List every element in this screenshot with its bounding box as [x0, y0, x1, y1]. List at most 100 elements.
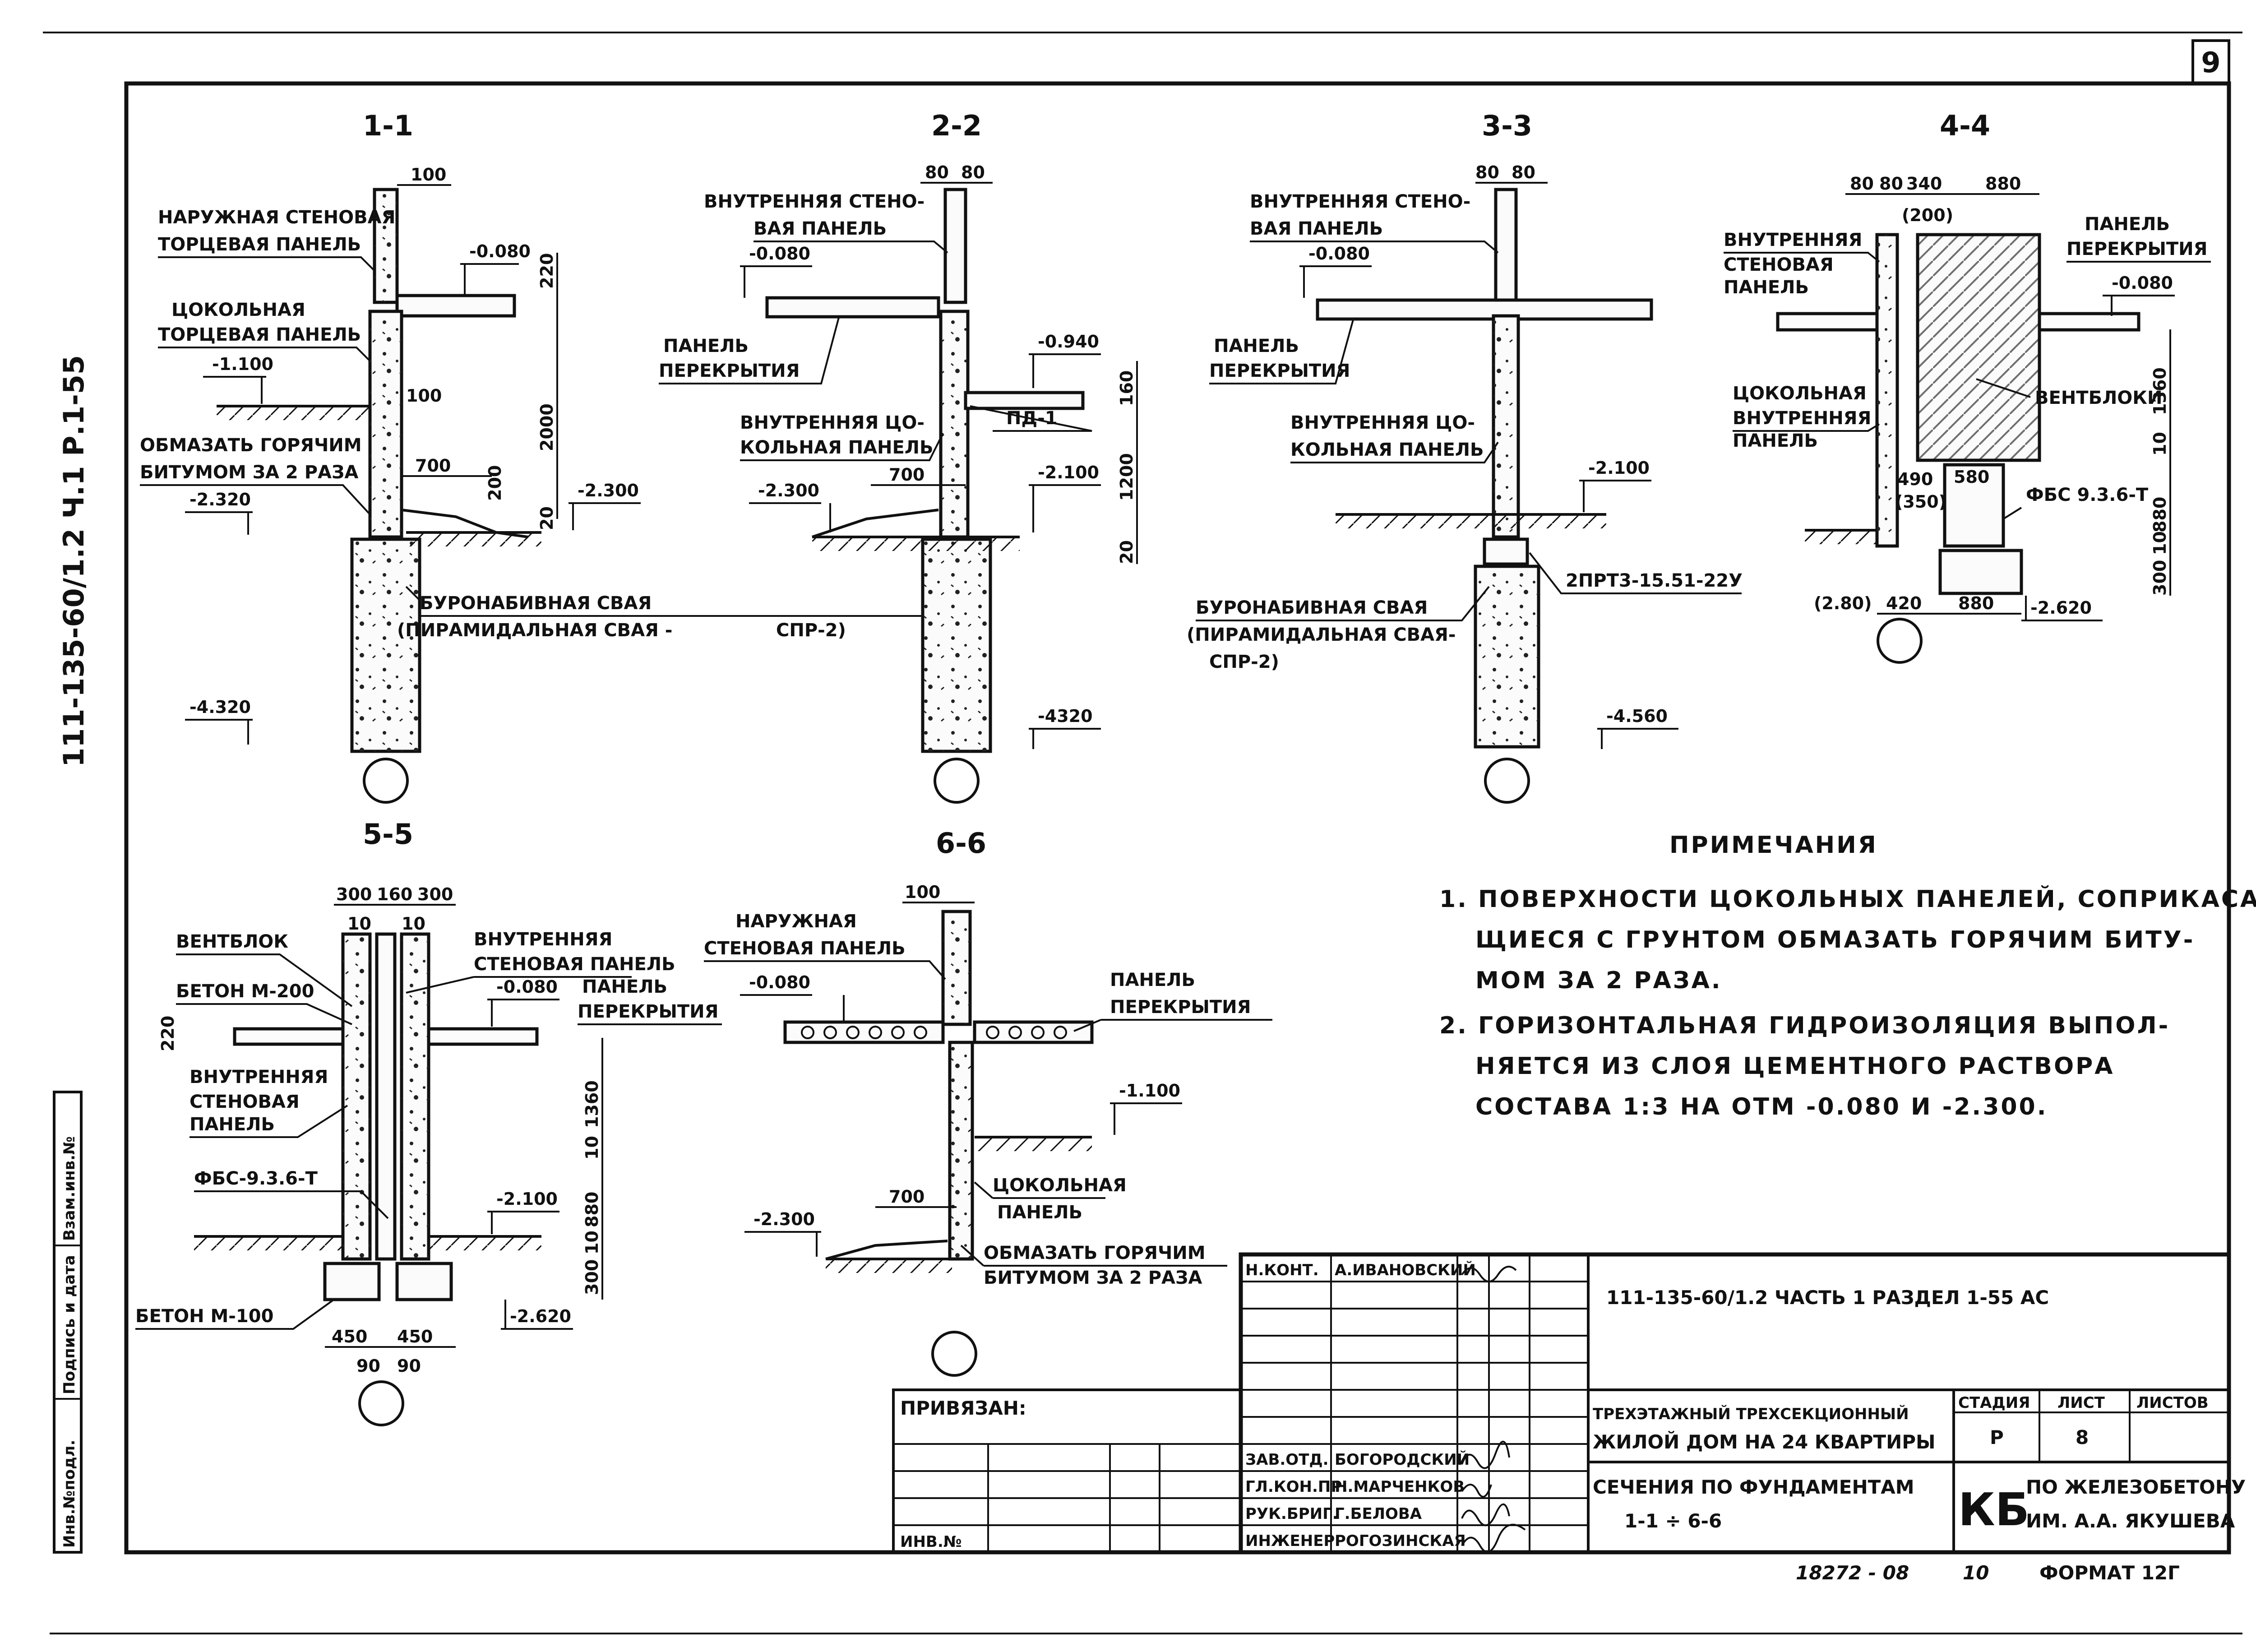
label: ПАНЕЛЬ	[663, 336, 749, 356]
org-line-2: ИМ. А.А. ЯКУШЕВА	[2026, 1510, 2235, 1532]
label: СТЕНОВАЯ	[1724, 255, 1834, 275]
dimension: 10	[582, 1136, 602, 1160]
level-mark: -2.620	[2030, 598, 2092, 618]
level-mark: -2.100	[496, 1189, 558, 1209]
label: ЦОКОЛЬНАЯ	[171, 300, 305, 320]
label: (ПИРАМИДАЛЬНАЯ СВАЯ-	[1187, 625, 1456, 645]
hollow-slab-left	[783, 1020, 945, 1044]
dimension: 100	[411, 165, 446, 185]
footing	[1938, 549, 2023, 595]
level-mark: -2.300	[578, 481, 639, 500]
label: ЦОКОЛЬНАЯ	[993, 1175, 1127, 1196]
label: ВНУТРЕННЯЯ	[474, 929, 612, 950]
label: ПЕРЕКРЫТИЯ	[659, 361, 800, 381]
level-mark: -0.080	[2112, 273, 2173, 293]
project-line-1: ТРЕХЭТАЖНЫЙ ТРЕХСЕКЦИОННЫЙ	[1593, 1405, 1909, 1423]
label: ПАНЕЛЬ	[1214, 336, 1299, 356]
section-title: 3-3	[1482, 109, 1532, 142]
section-6-6: 6-6 НАРУЖНАЯ СТЕНОВАЯ ПАНЕЛЬ ПАНЕЛЬ ПЕРЕ…	[704, 827, 1272, 1377]
role-gl-kon: ГЛ.КОН.ПР.	[1245, 1478, 1348, 1496]
label: ФБС 9.3.6-Т	[2026, 485, 2149, 505]
label: ВНУТРЕННЯЯ СТЕНО-	[704, 191, 925, 212]
label: ВНУТРЕННЯЯ СТЕНО-	[1250, 191, 1470, 212]
wall-panel-core	[375, 932, 397, 1261]
label: ВНУТРЕННЯЯ	[1724, 230, 1862, 250]
bottom-sheet-number: 10	[1963, 1562, 1989, 1584]
dimension: 300	[582, 1259, 602, 1295]
dimension: 880	[2150, 497, 2170, 532]
label: ПАНЕЛЬ	[1733, 430, 1818, 451]
label: ПЕРЕКРЫТИЯ	[1209, 361, 1350, 381]
label: ВЕНТБЛОК	[176, 931, 288, 952]
stage-value: Р	[1990, 1426, 2004, 1448]
signatures	[1461, 1266, 1526, 1553]
label: КОЛЬНАЯ ПАНЕЛЬ	[740, 437, 934, 458]
sheet-number-box	[2191, 39, 2230, 85]
level-mark: -4320	[1038, 706, 1093, 726]
label: БУРОНАБИВНАЯ СВАЯ	[1196, 597, 1428, 618]
label: ВАЯ ПАНЕЛЬ	[754, 218, 887, 239]
floor-slab	[1316, 298, 1653, 321]
bottom-doc-number: 18272 - 08	[1796, 1562, 1909, 1584]
dimension: 100	[406, 386, 442, 406]
dimension: 80	[1475, 162, 1499, 182]
pile-tip-marker	[358, 1380, 404, 1426]
label: БУРОНАБИВНАЯ СВАЯ	[420, 593, 652, 614]
floor-slab	[395, 294, 516, 318]
section-title: 2-2	[931, 109, 982, 142]
label: ПАНЕЛЬ	[2085, 214, 2170, 235]
label: ОБМАЗАТЬ ГОРЯЧИМ	[984, 1243, 1206, 1263]
label: НАРУЖНАЯ	[735, 911, 857, 932]
label: ПАНЕЛЬ	[997, 1202, 1082, 1223]
section-2-2: 2-2 ВНУТРЕННЯЯ СТЕНО- ВАЯ ПАНЕЛЬ ПАНЕЛЬ …	[659, 109, 1138, 804]
role-inzhener: ИНЖЕНЕР	[1245, 1532, 1335, 1550]
side-field-signature: Подпись и дата	[60, 1255, 79, 1394]
name-gl-kon: Н.МАРЧЕНКОВ	[1335, 1478, 1465, 1496]
level-mark: -1.100	[1119, 1081, 1180, 1101]
dimension: 10	[582, 1231, 602, 1254]
title-block: ПРИВЯЗАН: ИНВ.№ 111-135-60/1.2 ЧАСТЬ 1 Р…	[892, 1252, 2246, 1555]
side-code: 111-135-60/1.2 Ч.1 Р.1-55	[57, 355, 90, 767]
notes-title: ПРИМЕЧАНИЯ	[1669, 832, 1878, 859]
level-mark: -2.100	[1038, 463, 1099, 482]
label: ПЕРЕКРЫТИЯ	[1110, 997, 1251, 1018]
sheets-header: ЛИСТОВ	[2136, 1394, 2209, 1412]
level-mark: -0.080	[749, 244, 810, 264]
notes: ПРИМЕЧАНИЯ 1. ПОВЕРХНОСТИ ЦОКОЛЬНЫХ ПАНЕ…	[1439, 832, 2256, 1120]
pile-tip-marker	[931, 1331, 977, 1377]
label: ВНУТРЕННЯЯ	[1733, 408, 1871, 429]
label: СТЕНОВАЯ ПАНЕЛЬ	[474, 954, 675, 975]
level-mark: -4.320	[190, 697, 251, 717]
role-n-kont: Н.КОНТ.	[1245, 1261, 1319, 1279]
label: ПАНЕЛЬ	[190, 1114, 275, 1135]
dimension: 90	[356, 1356, 380, 1376]
doc-code: 111-135-60/1.2 ЧАСТЬ 1 РАЗДЕЛ 1-55 АС	[1606, 1286, 2049, 1309]
org-line-1: ПО ЖЕЛЕЗОБЕТОНУ	[2026, 1476, 2246, 1498]
pile-tip-marker	[934, 758, 980, 804]
label: СТЕНОВАЯ	[190, 1092, 300, 1112]
pile-tip-marker	[363, 758, 409, 804]
label: ТОРЦЕВАЯ ПАНЕЛЬ	[158, 324, 361, 345]
sheet-title-line-2: 1-1 ÷ 6-6	[1624, 1510, 1722, 1532]
dimension: 420	[1886, 593, 1922, 613]
dimension: 10	[2150, 432, 2170, 456]
org-abbr: КБ	[1958, 1483, 2029, 1536]
label: ФБС-9.3.6-Т	[194, 1168, 318, 1189]
dimension: 80	[961, 162, 985, 182]
dimension: 300	[336, 884, 372, 904]
footing-right	[395, 1262, 453, 1301]
level-mark: -1.100	[212, 354, 273, 374]
dimension: 10	[402, 914, 425, 934]
dimension: 1360	[2150, 367, 2170, 415]
dimension: 450	[397, 1327, 433, 1347]
lintel-2prt3	[1483, 537, 1529, 566]
side-field-replace: Взам.инв.№	[60, 1136, 79, 1241]
level-mark: -2.320	[190, 490, 251, 509]
label: ВАЯ ПАНЕЛЬ	[1250, 218, 1383, 239]
floor-slab-left	[1776, 312, 1879, 332]
label: ПАНЕЛЬ	[1110, 970, 1195, 990]
label: (ПИРАМИДАЛЬНАЯ СВАЯ -	[397, 620, 672, 641]
floor-slab-right	[427, 1027, 539, 1046]
label: СТЕНОВАЯ ПАНЕЛЬ	[704, 938, 906, 959]
